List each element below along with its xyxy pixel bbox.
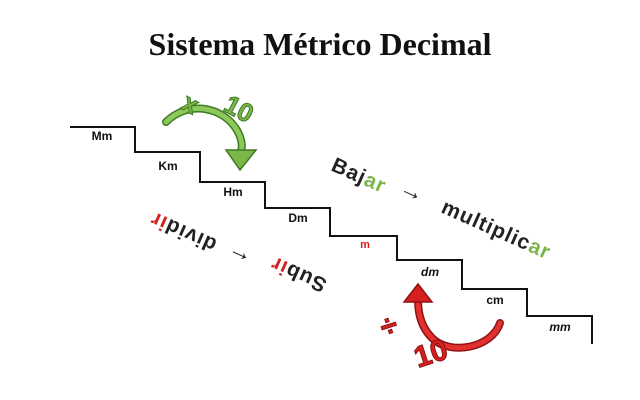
- multiply-arrow-icon: [162, 104, 258, 172]
- down-action: multiplicar: [438, 196, 554, 265]
- unit-label-Km: Km: [158, 159, 177, 173]
- unit-label-Dm: Dm: [288, 211, 307, 225]
- unit-label-m: m: [360, 239, 370, 251]
- down-verb: Bajar: [328, 154, 390, 198]
- up-action: dividir: [147, 207, 220, 256]
- svg-text:Subir: Subir: [267, 252, 330, 297]
- svg-text:←: ←: [222, 241, 255, 275]
- unit-label-mm: mm: [549, 320, 571, 334]
- page-title: Sistema Métrico Decimal: [148, 26, 492, 62]
- up-arrow-icon: ←: [222, 241, 255, 275]
- up-verb: Subir: [267, 252, 330, 297]
- down-action-stem: multiplic: [438, 196, 534, 256]
- svg-text:dividir: dividir: [147, 207, 220, 256]
- svg-text:Bajar: Bajar: [328, 154, 390, 198]
- divide-operator: ÷: [376, 308, 402, 344]
- staircase-line: [70, 126, 593, 344]
- multiply-operator: x: [177, 87, 204, 121]
- unit-label-cm: cm: [486, 293, 503, 307]
- svg-text:→: →: [396, 174, 429, 208]
- down-arrow-icon: →: [396, 174, 429, 208]
- unit-label-Mm: Mm: [92, 129, 113, 143]
- unit-label-Hm: Hm: [223, 185, 242, 199]
- divide-arrow-icon: [402, 282, 504, 352]
- multiply-factor: 10: [219, 89, 259, 129]
- divide-factor: 10: [410, 333, 452, 375]
- unit-label-dm: dm: [421, 265, 439, 279]
- up-action-stem: divid: [161, 213, 220, 256]
- svg-text:multiplicar: multiplicar: [438, 196, 554, 265]
